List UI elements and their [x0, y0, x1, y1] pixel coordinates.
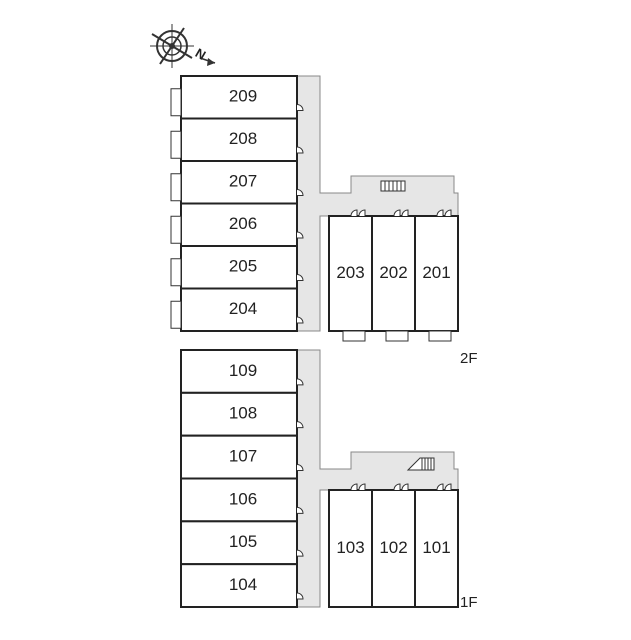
balcony — [170, 88, 182, 117]
balcony — [170, 258, 182, 287]
door-icon — [393, 209, 401, 217]
unit-outline — [180, 434, 298, 480]
unit-204: 204 — [170, 287, 304, 332]
door-icon — [296, 274, 304, 281]
door-icon — [401, 483, 409, 491]
unit-104: 104 — [180, 563, 304, 609]
balcony — [170, 300, 182, 329]
unit-label: 103 — [336, 538, 364, 557]
door-icon — [444, 209, 452, 217]
door-icon — [296, 592, 304, 600]
door-icon — [393, 483, 401, 491]
unit-label: 207 — [229, 172, 257, 191]
unit-label: 108 — [229, 404, 257, 423]
unit-outline — [180, 287, 298, 332]
unit-206: 206 — [170, 202, 304, 247]
unit-109: 109 — [180, 349, 304, 394]
unit-label: 107 — [229, 447, 257, 466]
unit-outline — [414, 215, 459, 332]
balcony — [428, 330, 452, 342]
unit-outline — [180, 477, 298, 523]
unit-101: 101 — [414, 483, 459, 608]
floor-1f: 109 108 107 106 105 104 103 102 101 1F — [180, 349, 478, 611]
door-icon — [296, 549, 304, 557]
unit-108: 108 — [180, 391, 304, 437]
unit-label: 209 — [229, 87, 257, 106]
door-icon — [296, 464, 304, 471]
floor-label-2f: 2F — [460, 350, 478, 367]
unit-205: 205 — [170, 245, 304, 290]
unit-label: 106 — [229, 489, 257, 508]
unit-105: 105 — [180, 520, 304, 566]
unit-102: 102 — [371, 483, 416, 608]
door-icon — [296, 231, 304, 239]
door-icon — [358, 483, 366, 491]
door-icon — [350, 209, 358, 217]
unit-label: 201 — [422, 263, 450, 282]
unit-106: 106 — [180, 477, 304, 523]
unit-label: 204 — [229, 299, 257, 318]
floor-2f: 209 208 207 206 205 204 203 202 201 2F — [170, 75, 478, 367]
unit-outline — [180, 520, 298, 566]
door-icon — [436, 483, 444, 491]
door-icon — [296, 506, 304, 514]
unit-label: 208 — [229, 129, 257, 148]
door-icon — [296, 421, 304, 429]
unit-209: 209 — [170, 75, 304, 120]
door-icon — [358, 209, 366, 217]
balcony — [170, 173, 182, 202]
door-icon — [436, 209, 444, 217]
door-icon — [296, 146, 304, 154]
unit-208: 208 — [170, 117, 304, 162]
unit-outline — [180, 391, 298, 437]
unit-outline — [180, 117, 298, 162]
balcony — [170, 215, 182, 244]
floor-label-1f: 1F — [460, 594, 478, 611]
unit-label: 102 — [379, 538, 407, 557]
unit-label: 104 — [229, 575, 257, 594]
door-icon — [401, 209, 409, 217]
unit-103: 103 — [328, 483, 373, 608]
corridor-2f — [296, 75, 459, 332]
corridor-1f — [296, 349, 459, 608]
door-icon — [296, 316, 304, 324]
door-icon — [444, 483, 452, 491]
unit-label: 205 — [229, 257, 257, 276]
unit-label: 206 — [229, 214, 257, 233]
unit-label: 203 — [336, 263, 364, 282]
door-icon — [296, 104, 304, 111]
unit-201: 201 — [414, 209, 459, 342]
unit-207: 207 — [170, 160, 304, 205]
unit-202: 202 — [371, 209, 416, 342]
unit-outline — [180, 245, 298, 290]
unit-203: 203 — [328, 209, 373, 342]
door-icon — [350, 483, 358, 491]
unit-label: 105 — [229, 532, 257, 551]
unit-107: 107 — [180, 434, 304, 480]
balcony — [385, 330, 409, 342]
unit-label: 101 — [422, 538, 450, 557]
unit-label: 202 — [379, 263, 407, 282]
stairs-icon — [406, 457, 435, 471]
unit-outline — [180, 202, 298, 247]
stairs-icon — [380, 180, 406, 192]
unit-outline — [180, 563, 298, 609]
unit-outline — [180, 349, 298, 394]
door-icon — [296, 378, 304, 386]
compass-rose-icon — [150, 24, 216, 68]
balcony — [342, 330, 366, 342]
door-icon — [296, 189, 304, 196]
unit-label: 109 — [229, 361, 257, 380]
balcony — [170, 130, 182, 159]
